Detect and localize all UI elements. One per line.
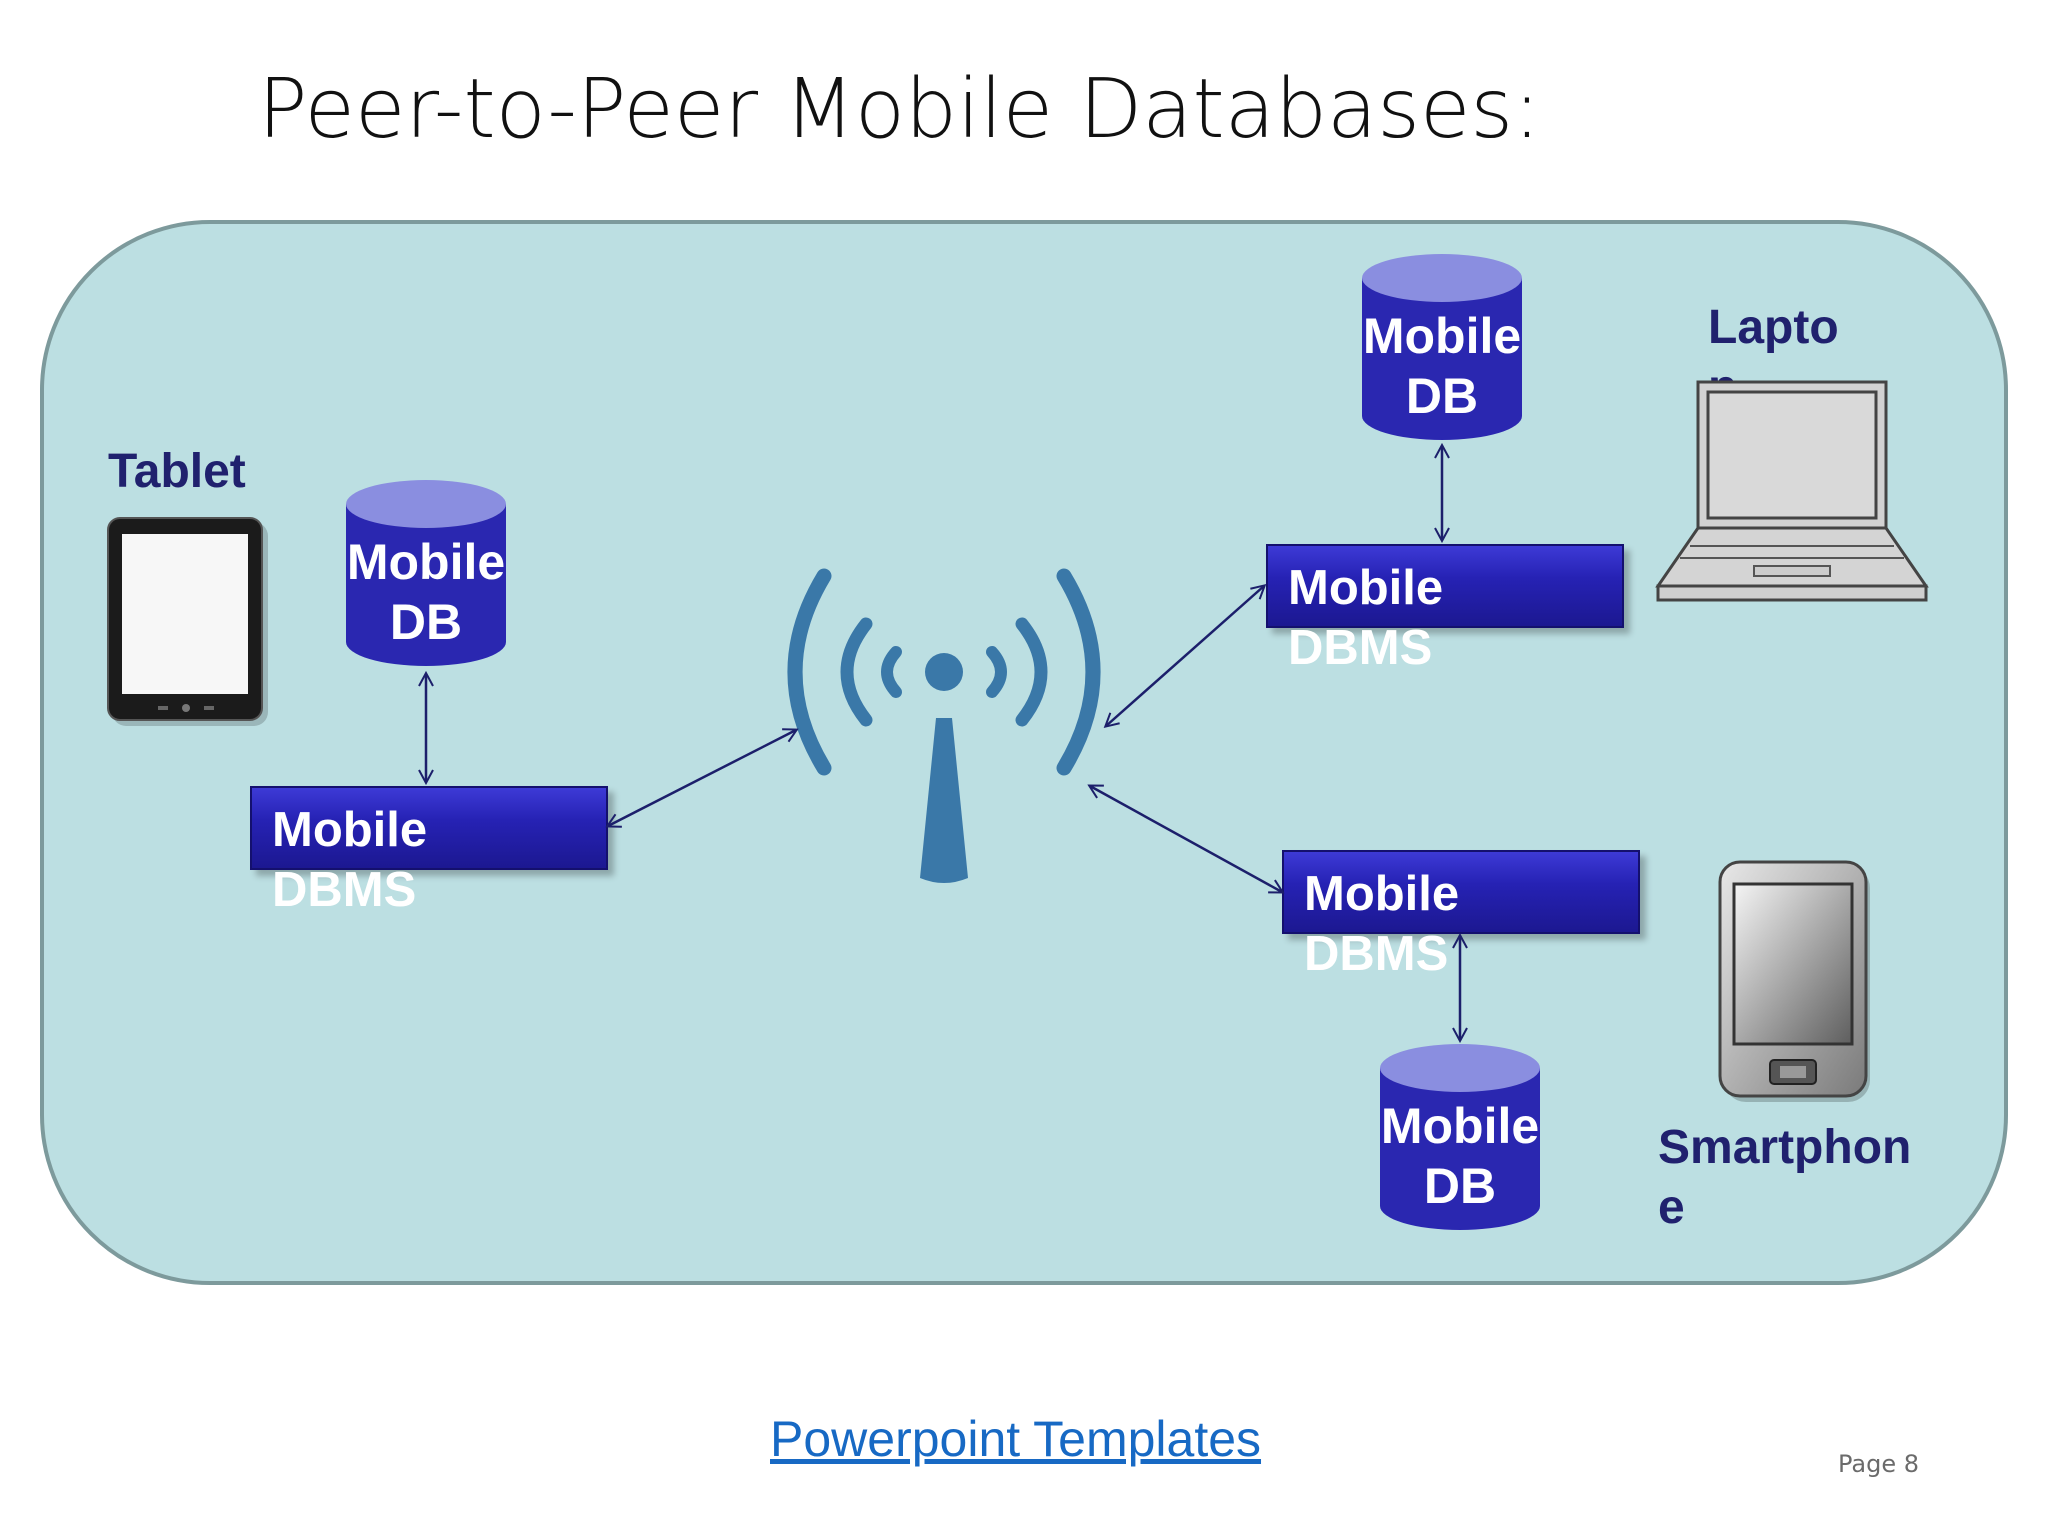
mobile-dbms-top-right: Mobile DBMS [1266, 544, 1624, 675]
powerpoint-templates-link[interactable]: Powerpoint Templates [770, 1411, 1262, 1467]
page-number: Page 8 [1838, 1450, 1919, 1478]
smartphone-label: Smartphon e [1658, 1121, 1912, 1234]
mobile-dbms-top-right-label: Mobile DBMS [1288, 561, 1444, 675]
mobile-db-bottom-right: Mobile DB [1380, 1042, 1540, 1232]
wireless-antenna-icon [787, 568, 1101, 883]
tablet-label: Tablet [108, 445, 246, 498]
network-panel [40, 220, 2008, 1285]
mobile-dbms-left: Mobile DBMS [250, 786, 608, 917]
mobile-db-bottom-right-label: Mobile DB [1380, 1098, 1540, 1214]
mobile-dbms-left-label: Mobile DBMS [272, 803, 428, 917]
arrow-left-dbms-antenna [608, 730, 796, 826]
arrow-antenna-top-dbms [1106, 586, 1264, 726]
mobile-dbms-bottom-right-label: Mobile DBMS [1304, 867, 1460, 981]
tablet-icon [107, 517, 268, 726]
mobile-db-left-label: Mobile DB [346, 534, 506, 650]
mobile-dbms-bottom-right: Mobile DBMS [1282, 850, 1640, 981]
laptop-icon [1655, 380, 1929, 602]
smartphone-icon [1718, 860, 1870, 1102]
mobile-db-top-right-label: Mobile DB [1362, 308, 1522, 424]
slide-title: Peer-to-Peer Mobile Databases: [258, 62, 1541, 157]
mobile-db-left: Mobile DB [346, 478, 506, 668]
mobile-db-top-right: Mobile DB [1362, 252, 1522, 442]
arrow-antenna-bottom-dbms [1090, 786, 1282, 892]
